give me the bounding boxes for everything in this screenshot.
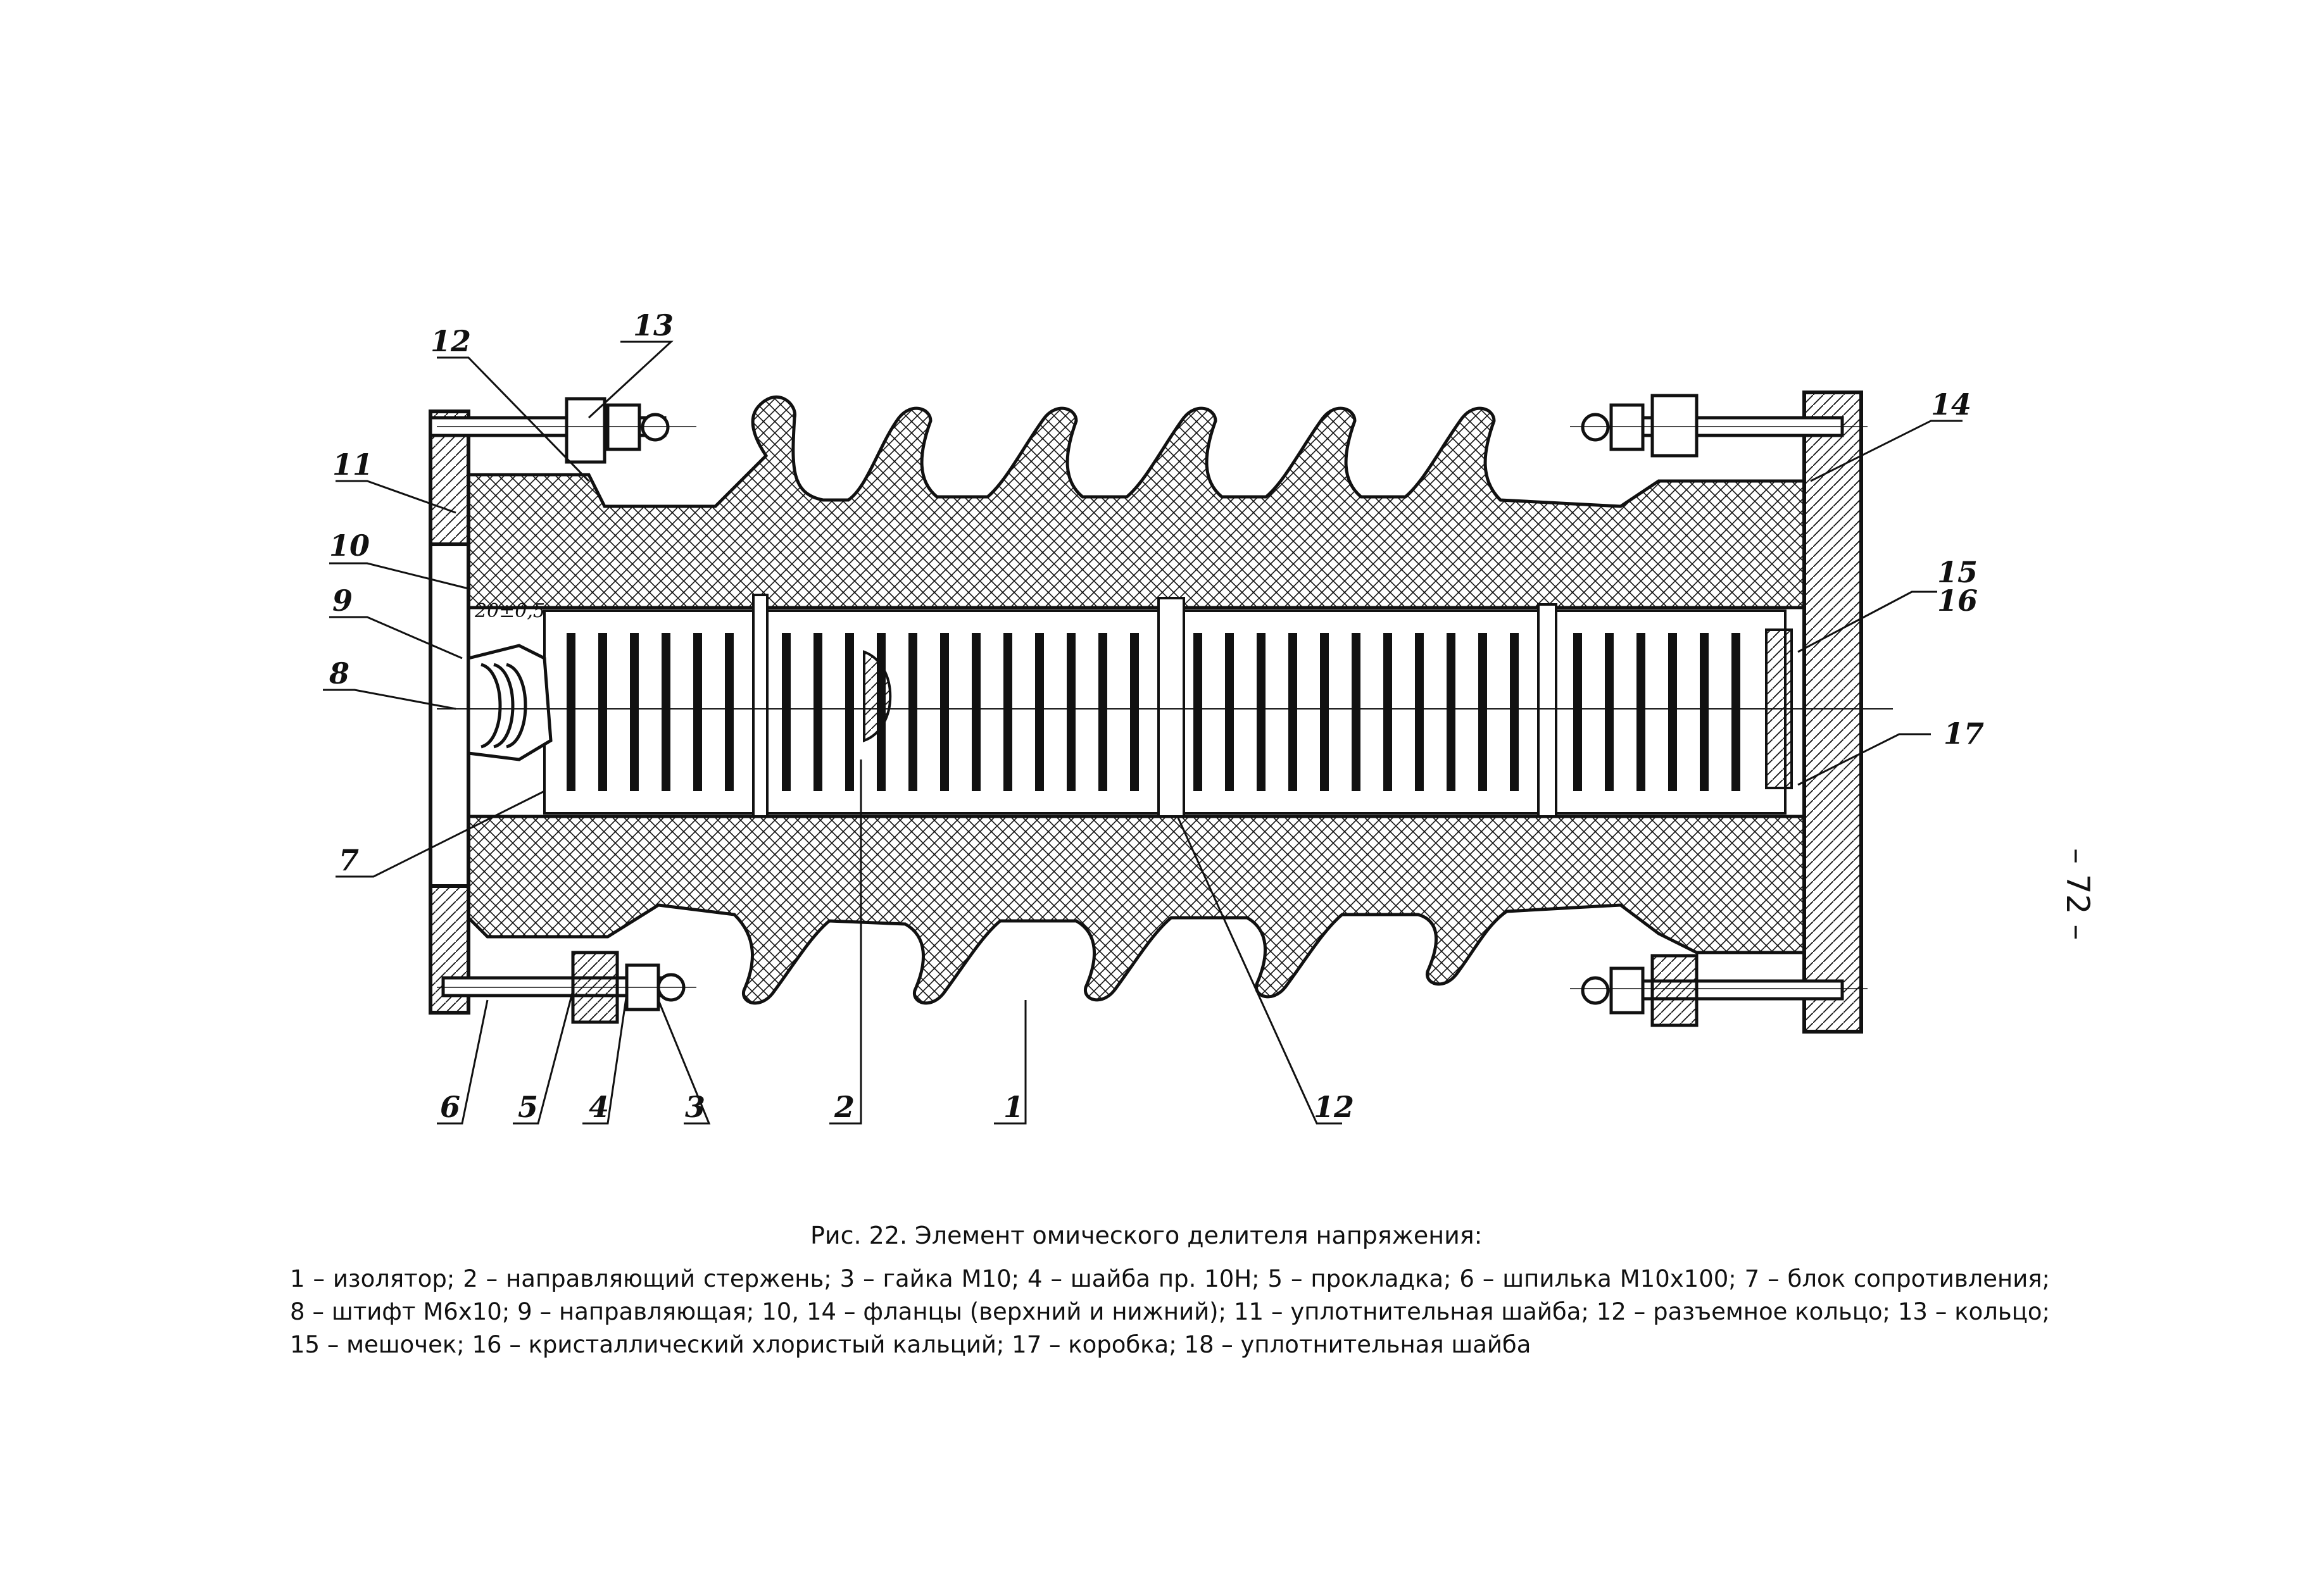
insulator-body [467,395,1806,1005]
callout-11: 11 [332,447,373,482]
callout-12-bottom: 12 [1314,1090,1354,1124]
callout-10: 10 [329,528,370,563]
callout-14: 14 [1931,387,1971,422]
callout-9: 9 [332,584,353,618]
page-number: – 72 – [2059,848,2096,940]
separator-ring-2 [1157,597,1185,818]
callout-labels: 12 13 11 10 9 8 7 6 5 4 3 2 1 12 14 15 1… [329,308,1984,1124]
bottom-right-ring [1650,954,1699,1027]
separator-ring-3 [1537,603,1557,818]
resistor-block [543,594,1793,818]
callout-13: 13 [633,308,674,342]
callout-1: 1 [1003,1090,1024,1124]
top-right-nut [1609,403,1645,451]
callout-5: 5 [518,1090,538,1124]
callout-8: 8 [329,656,349,691]
top-left-nut [606,403,641,451]
callout-3: 3 [685,1090,705,1124]
bottom-right-nut [1609,966,1645,1015]
upper-flange-hatch-top [429,409,470,546]
figure-caption: Рис. 22. Элемент омического делителя нап… [810,1222,1483,1249]
insulator-lower-section [467,815,1806,1005]
left-guide [467,644,553,761]
flanges [429,391,1863,1034]
figure-legend: 1 – изолятор; 2 – направляющий стержень;… [290,1265,2050,1358]
callout-15: 15 [1937,555,1978,589]
callout-7: 7 [339,843,359,877]
callout-2: 2 [834,1090,855,1124]
lower-flange-right [1802,391,1863,1034]
callout-17: 17 [1944,716,1984,751]
callout-12-top: 12 [430,324,471,358]
top-right-nut-round [1581,413,1610,442]
guide-rod-cap [863,650,892,742]
leader-lines [323,341,1963,1125]
callout-6: 6 [440,1090,460,1124]
dimension-mark: 20±0,5 [474,600,545,622]
top-right-ring [1650,394,1699,458]
callout-16: 16 [1937,584,1978,618]
separator-ring-1 [752,594,769,818]
bottom-right-nut-round [1581,976,1610,1005]
insulator-upper-section [467,395,1806,609]
callout-4: 4 [589,1090,609,1124]
top-left-nut-round [641,413,670,442]
